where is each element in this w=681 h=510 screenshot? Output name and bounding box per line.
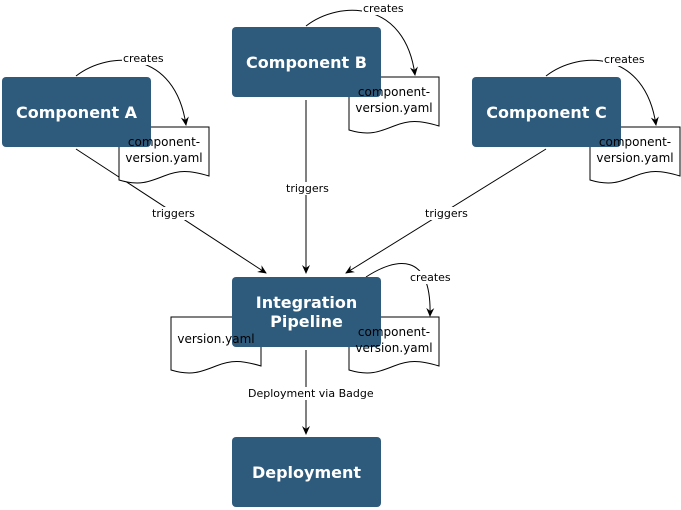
integration-pipeline-box: Integration Pipeline bbox=[232, 277, 381, 347]
creates-label-a: creates bbox=[122, 52, 165, 65]
triggers-label-b: triggers bbox=[285, 182, 330, 195]
deploy-label: Deployment via Badge bbox=[247, 387, 375, 400]
document-integration-text: component-version.yaml bbox=[355, 325, 433, 355]
creates-label-c: creates bbox=[603, 53, 646, 66]
creates-arrow-integration bbox=[365, 263, 435, 317]
document-c-text: component-version.yaml bbox=[596, 135, 674, 165]
document-b-text: component-version.yaml bbox=[355, 85, 433, 115]
document-version-text: version.yaml bbox=[177, 332, 255, 346]
component-b-box: Component B bbox=[232, 27, 381, 97]
triggers-label-a: triggers bbox=[151, 207, 196, 220]
document-a-text: component-version.yaml bbox=[125, 135, 203, 165]
component-c-box: Component C bbox=[472, 77, 621, 147]
deployment-box: Deployment bbox=[232, 437, 381, 507]
component-a-box: Component A bbox=[2, 77, 151, 147]
creates-label-b: creates bbox=[362, 2, 405, 15]
creates-label-integration: creates bbox=[409, 271, 452, 284]
triggers-label-c: triggers bbox=[424, 207, 469, 220]
